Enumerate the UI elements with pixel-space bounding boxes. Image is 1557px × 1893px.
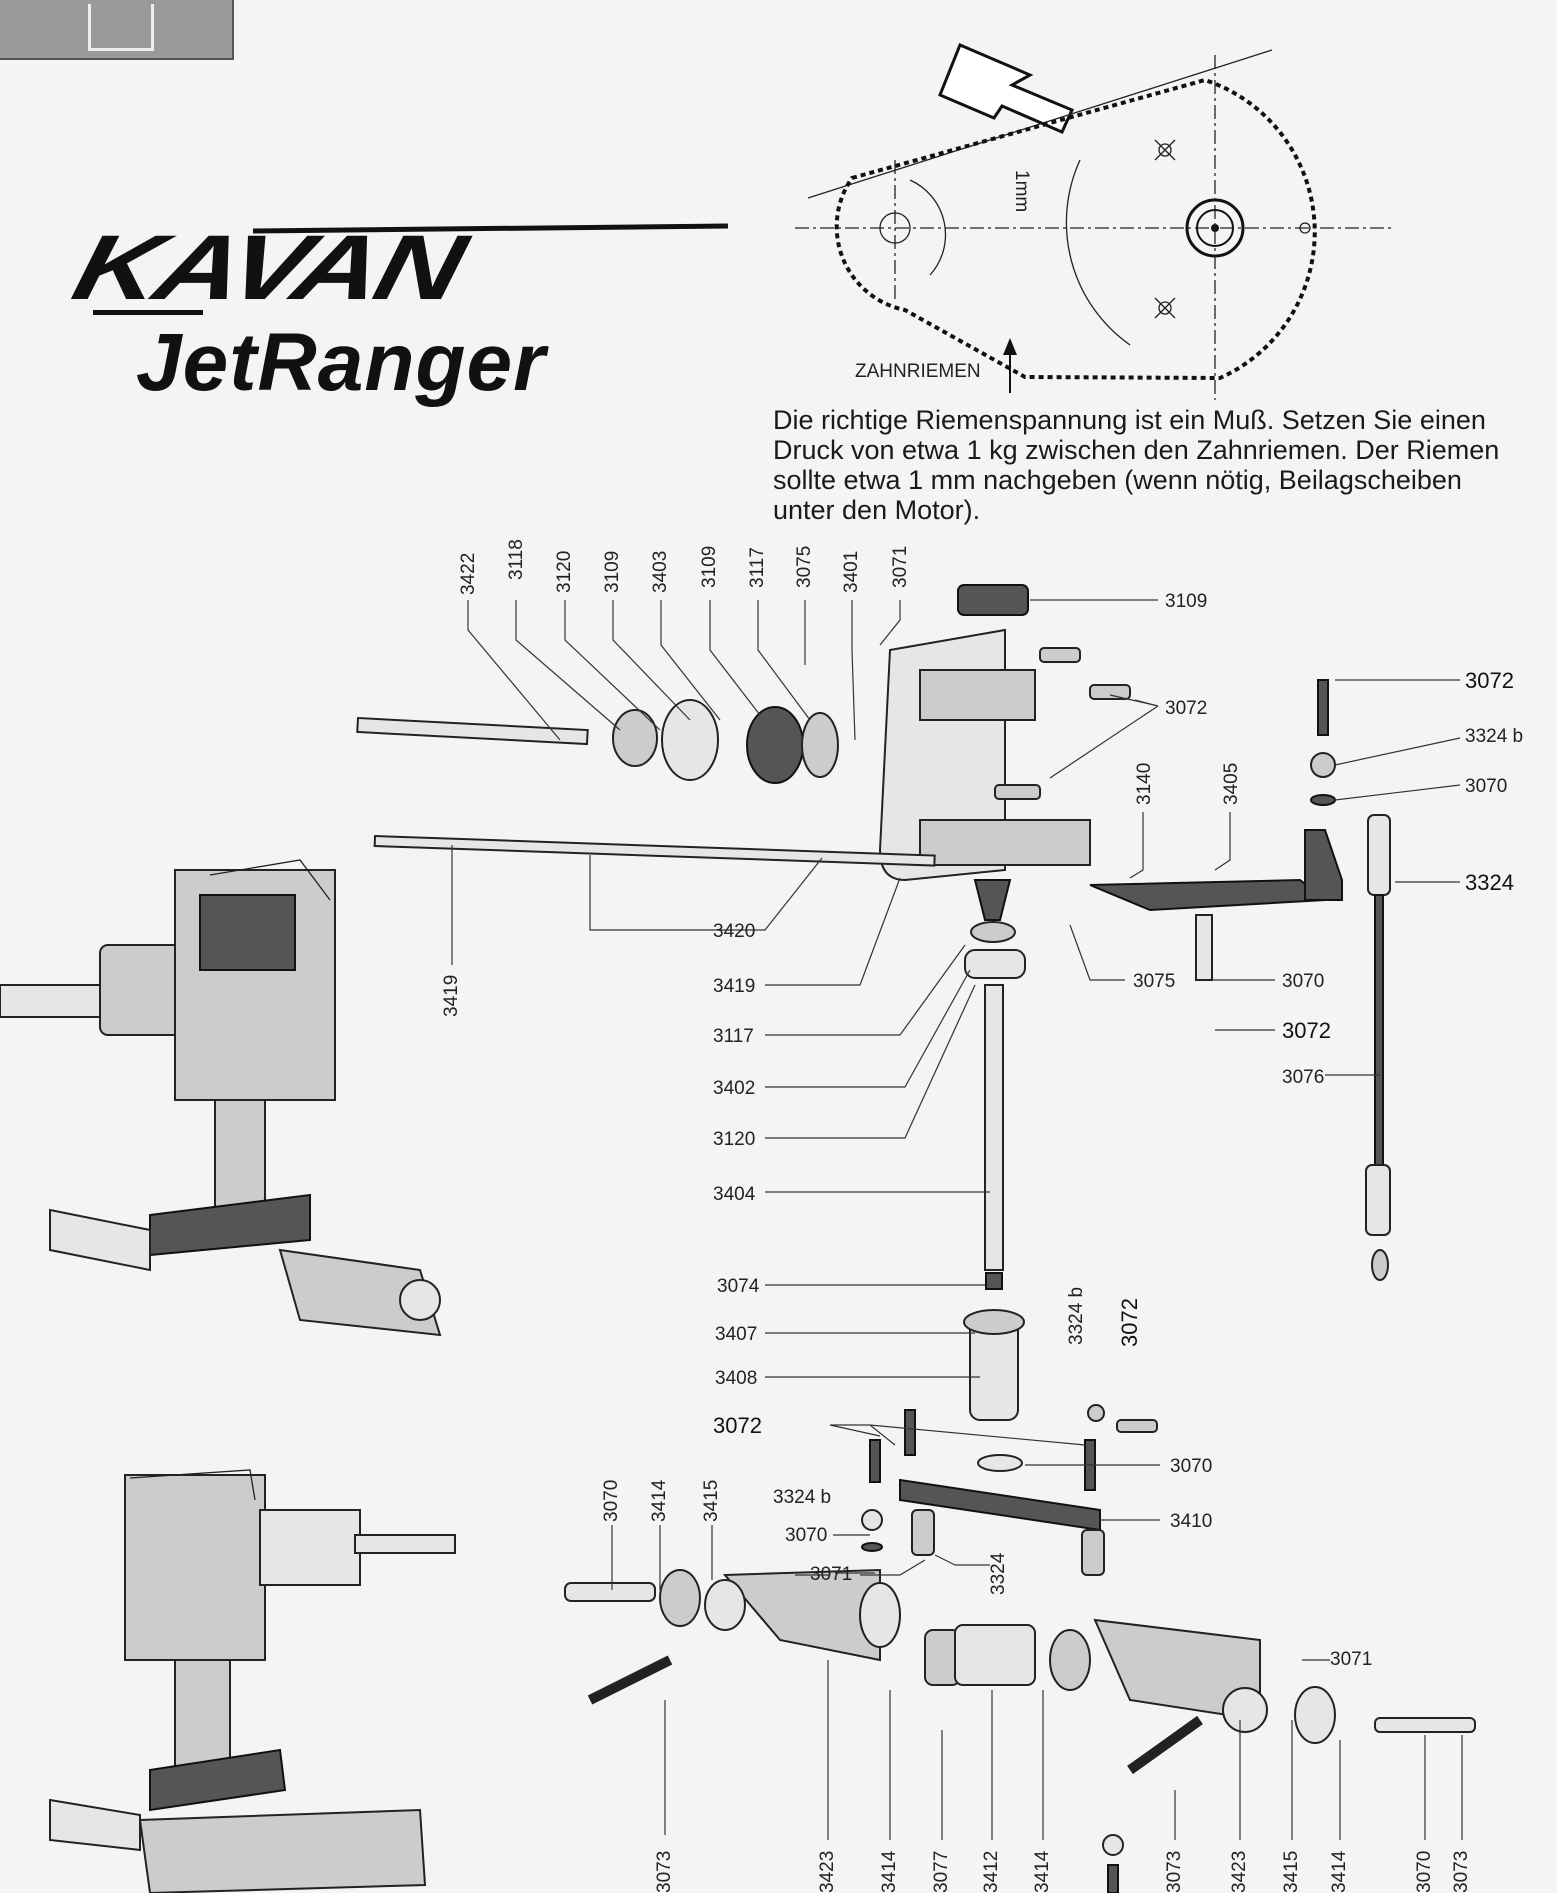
- part-label: 3071: [890, 546, 911, 588]
- part-label: 3422: [458, 553, 479, 595]
- part-label: 3324 b: [773, 1487, 831, 1508]
- part-label: 3070: [1465, 776, 1507, 797]
- part-label: 3070: [1414, 1851, 1435, 1893]
- part-labels-top-row: 3422 3118 3120 3109 3403 3109 3117 3075 …: [458, 539, 911, 595]
- part-label: 3077: [931, 1851, 952, 1893]
- part-label: 3073: [654, 1851, 675, 1893]
- belt-label: ZAHNRIEMEN: [855, 361, 981, 382]
- part-labels-bottom-row: 3073 3423 3414 3077 3412 3414 3073 3423 …: [654, 1850, 1472, 1893]
- part-label: 3324: [1465, 870, 1514, 895]
- part-label: 3324 b: [1465, 726, 1523, 747]
- leader-lines: [451, 599, 1463, 1840]
- part-label: 3324: [988, 1552, 1009, 1595]
- part-label: 3419: [713, 976, 755, 997]
- assembly-photo-top: [0, 859, 442, 1337]
- part-label: 3415: [701, 1480, 722, 1522]
- part-label: 3414: [1329, 1850, 1350, 1893]
- belt-tension-instructions: Die richtige Riemenspannung ist ein Muß.…: [773, 405, 1553, 525]
- part-label: 3402: [713, 1078, 755, 1099]
- part-label: 3072: [1282, 1018, 1331, 1043]
- part-label: 3117: [713, 1026, 754, 1047]
- part-labels-right: 3109 3072 3072 3324 b 3070 3324 3070 307…: [1134, 591, 1523, 1088]
- part-label: 3070: [601, 1480, 622, 1522]
- part-label: 3407: [715, 1324, 757, 1345]
- kavan-jetranger-logo: KAVAN JetRanger: [64, 217, 729, 408]
- part-label: 3075: [794, 546, 815, 588]
- page-corner-tab: [0, 0, 234, 60]
- logo-bottom-rule: [93, 310, 203, 315]
- part-label: 3076: [1282, 1067, 1324, 1088]
- part-label: 3109: [699, 546, 720, 588]
- assembly-photo-bottom: [49, 1469, 456, 1893]
- stand-icon: [88, 4, 154, 51]
- small-pulley-arc: [909, 179, 947, 276]
- part-label: 3075: [1133, 971, 1175, 992]
- large-pulley-arc: [1065, 159, 1131, 346]
- part-label: 3072: [1165, 698, 1207, 719]
- part-label: 3070: [1170, 1456, 1212, 1477]
- belt-label-arrowhead: [1003, 338, 1017, 355]
- part-label: 3423: [817, 1851, 838, 1893]
- part-label: 3412: [981, 1851, 1002, 1893]
- part-label: 3070: [1282, 971, 1324, 992]
- part-label: 3415: [1281, 1851, 1302, 1893]
- part-label: 3120: [554, 551, 575, 593]
- part-labels-lower: 3070 3414 3415 3324 b 3070 3071 3324 307…: [601, 1479, 1372, 1670]
- part-label: 3404: [713, 1184, 756, 1205]
- part-label: 3118: [506, 539, 527, 580]
- part-label: 3109: [1165, 591, 1207, 612]
- instruction-line: Druck von etwa 1 kg zwischen den Zahnrie…: [773, 435, 1500, 465]
- part-label: 3072: [1465, 668, 1514, 693]
- part-label: 3140: [1134, 763, 1155, 805]
- toothed-belt: [834, 77, 1317, 381]
- part-label: 3414: [879, 1850, 900, 1893]
- part-label: 3109: [602, 551, 623, 593]
- gearbox-parts: [356, 584, 1476, 1893]
- part-label: 3072: [713, 1413, 762, 1438]
- part-label: 3410: [1170, 1511, 1212, 1532]
- part-label: 3419: [441, 975, 462, 1017]
- part-label: 3072: [1117, 1298, 1142, 1347]
- part-label: 3401: [841, 551, 862, 593]
- instruction-line: sollte etwa 1 mm nachgeben (wenn nötig, …: [773, 465, 1462, 495]
- deflection-label: 1mm: [1011, 170, 1032, 212]
- part-label: 3423: [1229, 1851, 1250, 1893]
- part-label: 3073: [1451, 1851, 1472, 1893]
- part-label: 3074: [717, 1276, 760, 1297]
- logo-model: JetRanger: [136, 317, 547, 408]
- belt-tension-diagram: 1mm ZAHNRIEMEN: [795, 43, 1395, 400]
- mount-hole-marks: [1154, 139, 1311, 319]
- instruction-line: unter den Motor).: [773, 495, 981, 525]
- part-label: 3073: [1164, 1851, 1185, 1893]
- part-label: 3071: [810, 1564, 852, 1585]
- part-label: 3070: [785, 1525, 827, 1546]
- part-label: 3420: [713, 921, 755, 942]
- instruction-line: Die richtige Riemenspannung ist ein Muß.…: [773, 405, 1486, 435]
- part-label: 3414: [1032, 1850, 1053, 1893]
- part-label: 3120: [713, 1129, 755, 1150]
- part-labels-shaft: 3419 3420 3419 3117 3402 3120 3404 3074 …: [441, 921, 1212, 1532]
- part-label: 3403: [650, 551, 671, 593]
- part-label: 3414: [649, 1479, 670, 1522]
- part-label: 3405: [1221, 763, 1242, 805]
- part-label: 3117: [747, 547, 768, 588]
- part-label: 3408: [715, 1368, 757, 1389]
- part-label: 3324 b: [1066, 1287, 1087, 1345]
- belt-reference-line: [807, 49, 1273, 199]
- press-arrow-icon: [938, 43, 1075, 134]
- part-label: 3071: [1330, 1649, 1372, 1670]
